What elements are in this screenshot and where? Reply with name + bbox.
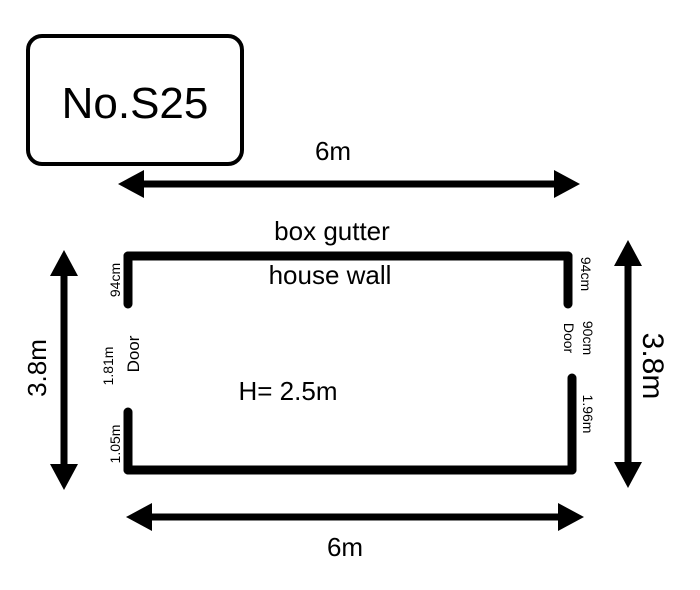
left-depth-dimension: 3.8m — [22, 250, 78, 490]
arrowhead-left-icon — [118, 170, 144, 198]
right-depth-label: 3.8m — [636, 333, 669, 400]
room-outline — [123, 251, 577, 475]
arrowhead-left-icon — [126, 503, 152, 531]
left-top-panel-length: 94cm — [107, 263, 123, 297]
left-door-label: Door — [124, 335, 143, 372]
left-depth-label: 3.8m — [22, 339, 52, 397]
box-gutter-label: box gutter — [274, 216, 390, 246]
height-label: H= 2.5m — [239, 376, 338, 406]
right-bottom-panel-length: 1.96m — [580, 395, 596, 434]
model-badge: No.S25 — [26, 34, 244, 166]
left-bottom-panel-length: 1.05m — [107, 425, 123, 464]
top-width-label: 6m — [315, 136, 351, 166]
bottom-width-label: 6m — [327, 532, 363, 562]
model-number: No.S25 — [62, 79, 209, 128]
top-width-dimension: 6m — [118, 136, 580, 198]
arrowhead-right-icon — [554, 170, 580, 198]
right-door-label: Door — [561, 323, 577, 354]
right-top-panel-length: 94cm — [578, 257, 594, 291]
right-opening-length: 90cm — [580, 321, 596, 355]
arrowhead-up-icon — [614, 240, 642, 266]
bottom-width-dimension: 6m — [126, 503, 584, 562]
model-badge-frame — [26, 34, 244, 166]
left-opening-length: 1.81m — [100, 347, 116, 386]
arrowhead-right-icon — [558, 503, 584, 531]
arrowhead-down-icon — [50, 464, 78, 490]
house-wall-label: house wall — [269, 260, 392, 290]
arrowhead-up-icon — [50, 250, 78, 276]
right-depth-dimension: 3.8m — [614, 240, 669, 488]
arrowhead-down-icon — [614, 462, 642, 488]
